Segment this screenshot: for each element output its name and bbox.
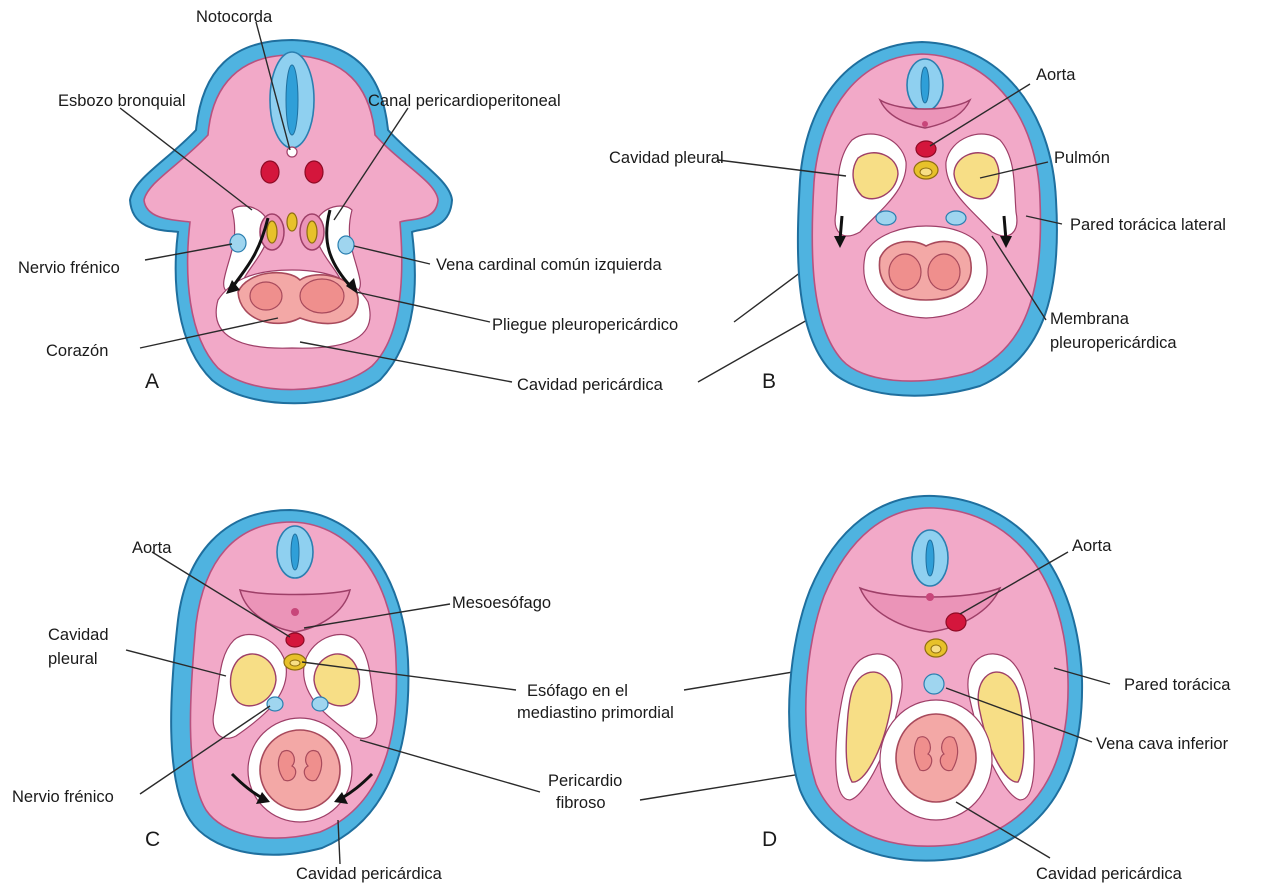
panel-c-heart (260, 730, 340, 810)
label-b-membrana-2: pleuropericárdica (1050, 334, 1177, 352)
label-c-cavidad-pericardica: Cavidad pericárdica (296, 865, 443, 883)
label-c-mesoesofago: Mesoesófago (452, 594, 551, 612)
label-b-aorta: Aorta (1036, 66, 1076, 84)
panel-c-aorta (286, 633, 304, 647)
panel-c-vein-right (312, 697, 328, 711)
panel-c-notochord (291, 608, 299, 616)
panel-c-heart-chamber-left (278, 751, 295, 781)
label-a-canal-pericardioperitoneal: Canal pericardioperitoneal (368, 92, 561, 110)
label-d-pared-toracica: Pared torácica (1124, 676, 1231, 694)
label-b-cavidad-pleural: Cavidad pleural (609, 149, 724, 167)
panel-b-notochord (922, 121, 928, 127)
label-pericardio-1: Pericardio (548, 772, 622, 790)
label-c-nervio-frenico: Nervio frénico (12, 788, 114, 806)
panel-c-vein-left (267, 697, 283, 711)
label-a-esbozo-bronquial: Esbozo bronquial (58, 92, 186, 110)
panel-a-heart-chamber-right (300, 279, 344, 313)
panel-a-dorsal-aorta-right (305, 161, 323, 183)
panel-a-bronchial-bud-left-lumen (267, 221, 277, 243)
panel-a: Notocorda Esbozo bronquial Canal pericar… (18, 8, 662, 403)
label-esofago-2: mediastino primordial (517, 704, 674, 722)
panel-b-oesophagus-lumen (920, 168, 932, 176)
panel-a-phrenic-nerve (230, 234, 246, 252)
label-d-cavidad-pericardica: Cavidad pericárdica (1036, 865, 1183, 883)
panel-b-vein-right (946, 211, 966, 225)
panel-b-letter: B (762, 370, 776, 393)
label-a-notocorda: Notocorda (196, 8, 273, 26)
panel-b-heart-chamber-right (928, 254, 960, 290)
panel-c-oesophagus-lumen (290, 660, 300, 666)
label-c-cavidad-pleural-2: pleural (48, 650, 98, 668)
panel-a-oesophagus (287, 213, 297, 231)
panel-a-cardinal-vein (338, 236, 354, 254)
panel-d-letter: D (762, 828, 777, 851)
panel-a-bronchial-bud-right-lumen (307, 221, 317, 243)
label-a-vena-cardinal: Vena cardinal común izquierda (436, 256, 662, 274)
panel-d-heart (896, 714, 976, 802)
panel-a-letter: A (145, 370, 159, 393)
panel-c: Aorta Mesoesófago Cavidad pleural Nervio… (12, 510, 551, 883)
panel-b-vein-left (876, 211, 896, 225)
label-a-corazon: Corazón (46, 342, 108, 360)
label-c-cavidad-pleural-1: Cavidad (48, 626, 109, 644)
panel-a-heart-chamber-left (250, 282, 282, 310)
panel-a-notochord (287, 147, 297, 157)
label-b-membrana-1: Membrana (1050, 310, 1130, 328)
panel-b: Aorta Cavidad pleural Pulmón Pared torác… (609, 42, 1226, 396)
label-b-pared-toracica-lateral: Pared torácica lateral (1070, 216, 1226, 234)
panel-c-heart-chamber-right (304, 751, 321, 781)
label-pericardio-2: fibroso (556, 794, 606, 812)
panel-c-neural-canal (291, 534, 299, 570)
panel-d-notochord (926, 593, 934, 601)
panel-a-neural-canal (286, 65, 298, 135)
label-cavidad-pericardica-ab: Cavidad pericárdica (517, 376, 664, 394)
label-c-aorta: Aorta (132, 539, 172, 557)
panel-a-dorsal-aorta-left (261, 161, 279, 183)
panel-d: Aorta Pared torácica Vena cava inferior … (762, 496, 1231, 883)
label-d-vena-cava-inferior: Vena cava inferior (1096, 735, 1229, 753)
label-d-aorta: Aorta (1072, 537, 1112, 555)
label-b-pulmon: Pulmón (1054, 149, 1110, 167)
panel-d-aorta (946, 613, 966, 631)
panel-d-neural-canal (926, 540, 934, 576)
label-esofago-1: Esófago en el (527, 682, 628, 700)
panel-d-inferior-vena-cava (924, 674, 944, 694)
label-pliegue-pleuropericardico: Pliegue pleuropericárdico (492, 316, 678, 334)
panel-d-oesophagus-lumen (931, 645, 941, 653)
panel-b-neural-canal (921, 67, 929, 103)
panel-b-heart-chamber-left (889, 254, 921, 290)
label-a-nervio-frenico: Nervio frénico (18, 259, 120, 277)
panel-c-letter: C (145, 828, 160, 851)
